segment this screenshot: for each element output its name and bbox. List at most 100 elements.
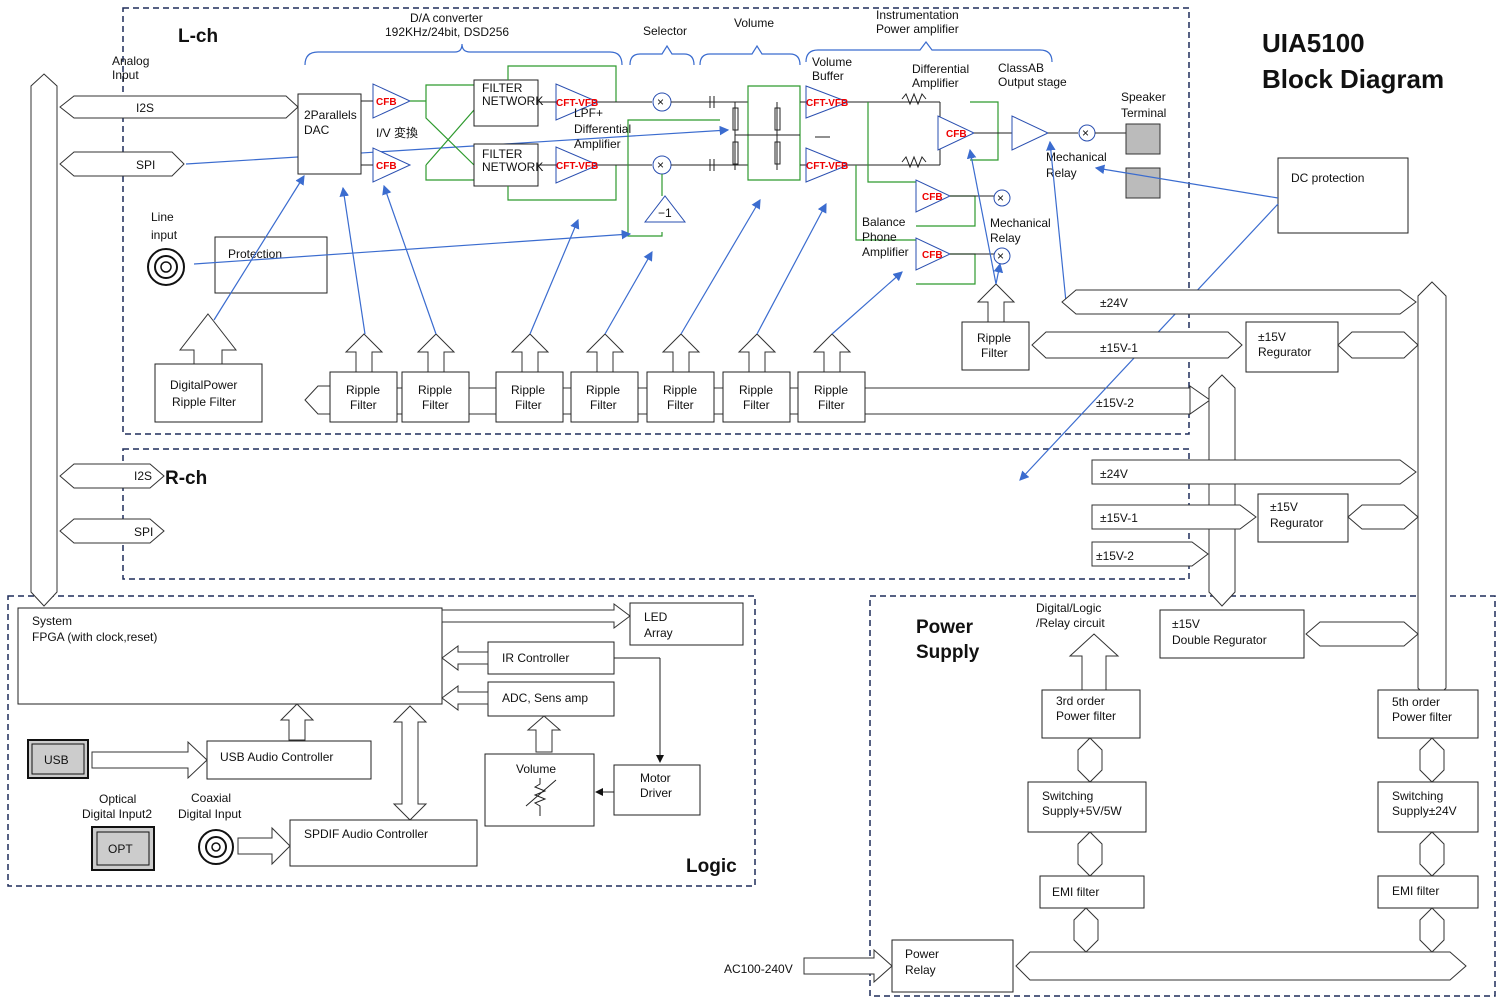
dac-header-line1: D/A converter [410, 11, 483, 25]
lch-spi-label: SPI [136, 158, 155, 172]
double-reg-line2: Double Regurator [1172, 633, 1267, 647]
filter5-line2: Power filter [1392, 710, 1452, 724]
spdif-fpga-link [392, 705, 428, 821]
digital-logic-line1: Digital/Logic [1036, 601, 1101, 615]
adc-block [487, 681, 615, 717]
volume-header: Volume [734, 16, 774, 30]
speaker-terminal-bottom [1125, 167, 1161, 199]
dac-label-line1: 2Parallels [304, 108, 357, 122]
filter-bottom-line2: NETWORK [482, 160, 543, 174]
svg-text:Ripple: Ripple [418, 383, 452, 397]
fpga-to-led-arrow [441, 603, 631, 629]
lch-reg-line2: Regurator [1258, 345, 1311, 359]
diff-cfb-label: CFB [946, 129, 967, 140]
ir-label: IR Controller [502, 651, 569, 665]
emi-left-link [1073, 907, 1099, 953]
optical-line2: Digital Input2 [82, 807, 152, 821]
optical-line1: Optical [99, 792, 136, 806]
diff-amp-line1: Differential [912, 62, 969, 76]
svg-text:Ripple: Ripple [977, 331, 1011, 345]
ripple-bus-left-tip [304, 385, 331, 415]
mech-relay-line2: Relay [1046, 166, 1077, 180]
switching-supply-24v [1377, 781, 1479, 833]
coaxial-line2: Digital Input [178, 807, 242, 821]
lpf-feedback [507, 65, 617, 201]
rch-regulator [1257, 493, 1349, 543]
balance-amp-top [915, 179, 952, 213]
svg-text:Ripple: Ripple [663, 383, 697, 397]
fpga-line2: FPGA (with clock,reset) [32, 630, 157, 644]
volume-buffer-line1: Volume [812, 55, 852, 69]
lch-spi-bus [59, 151, 185, 177]
inverter-label: −1 [658, 206, 672, 220]
selector-brace [629, 44, 695, 66]
ripple-filter-relay: Ripple Filter [961, 283, 1030, 371]
rch-label: R-ch [165, 468, 207, 489]
svg-text:Filter: Filter [981, 346, 1008, 360]
ripple-filter-7: Ripple Filter [797, 333, 866, 423]
buffer-label-bottom: CFT-VFB [806, 161, 848, 172]
lch-v15-1-bus [1031, 331, 1243, 359]
speaker-terminal-top [1125, 123, 1161, 155]
sw24-emi-link [1419, 831, 1445, 877]
phone-relay-switch-top [993, 189, 1011, 207]
svg-text:Filter: Filter [818, 398, 845, 412]
line-input-line2: input [151, 228, 178, 242]
opt-label: OPT [108, 842, 133, 856]
ac-input-arrow [803, 948, 893, 984]
ir-to-fpga-arrow [441, 645, 489, 671]
lch-i2s-label: I2S [136, 101, 154, 115]
logic-frame [7, 595, 756, 887]
phone-relay-line1: Mechanical [990, 216, 1051, 230]
svg-text:×: × [657, 95, 664, 109]
volume-brace [699, 44, 801, 66]
ripple-filter-5: Ripple Filter [646, 333, 715, 423]
ripple-filter-2: Ripple Filter [401, 333, 470, 423]
motor-line1: Motor [640, 771, 671, 785]
balance-line1: Balance [862, 215, 906, 229]
power-to-logic-arrow [1068, 633, 1120, 691]
svg-text:Filter: Filter [422, 398, 449, 412]
rch-spi-label: SPI [134, 525, 153, 539]
lch-v24-label: ±24V [1100, 296, 1128, 310]
ripple-bus-right-tip [1189, 385, 1211, 415]
emi-filter-right [1377, 875, 1479, 909]
power-label-line2: Supply [916, 642, 980, 663]
sw5-line2: Supply+5V/5W [1042, 804, 1122, 818]
coax-to-spdif-arrow [237, 826, 291, 866]
cftvfb-label-top: CFT-VFB [556, 98, 598, 109]
double-regulator [1159, 609, 1305, 659]
coaxial-line1: Coaxial [191, 791, 231, 805]
motor-line2: Driver [640, 786, 672, 800]
svg-text:Filter: Filter [590, 398, 617, 412]
buffer-label-top: CFT-VFB [806, 98, 848, 109]
filter5-line1: 5th order [1392, 695, 1440, 709]
cfb-label-top: CFB [376, 97, 397, 108]
svg-text:Filter: Filter [515, 398, 542, 412]
svg-text:Filter: Filter [667, 398, 694, 412]
balance-cfb-top: CFB [922, 192, 943, 203]
lpf-line1: LPF+ [574, 106, 603, 120]
instr-header-line1: Instrumentation [876, 8, 959, 22]
svg-text:×: × [997, 249, 1004, 263]
rch-v24-bus [1091, 459, 1417, 485]
rch-v15-1-bus [1091, 504, 1257, 530]
lch-v15-2-label: ±15V-2 [1096, 396, 1134, 410]
fpga-line1: System [32, 614, 72, 628]
phone-relay-line2: Relay [990, 231, 1021, 245]
lpf-line3: Amplifier [574, 137, 621, 151]
right-vertical-bus-24v [1417, 281, 1447, 703]
lch-v15-1-label: ±15V-1 [1100, 341, 1138, 355]
dc-protection-label: DC protection [1291, 171, 1364, 185]
ripple-filter-3: Ripple Filter [495, 333, 564, 423]
spdif-label: SPDIF Audio Controller [304, 827, 428, 841]
speaker-line1: Speaker [1121, 90, 1166, 104]
right-vertical-bus-15v2 [1208, 374, 1236, 607]
usb-to-ctrl-arrow [91, 740, 208, 780]
ac-distribution-bus [1015, 951, 1467, 981]
rch-v15-1-label: ±15V-1 [1100, 511, 1138, 525]
third-order-filter [1041, 689, 1141, 739]
digital-logic-line2: /Relay circuit [1036, 616, 1105, 630]
adc-to-fpga-arrow [441, 685, 489, 711]
filter-bottom-line1: FILTER [482, 147, 523, 161]
